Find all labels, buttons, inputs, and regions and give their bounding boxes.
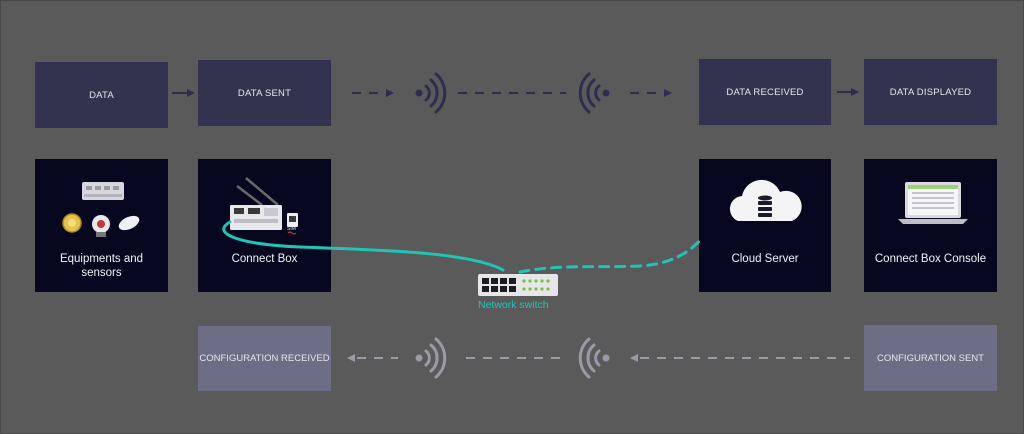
temperature-sensor-icon [118,215,140,231]
wifi-signal-icon [578,72,610,114]
wifi-signal-icon [415,72,447,114]
console-label: Connect Box Console [874,253,987,265]
data-displayed-label: DATA DISPLAYED [889,86,972,98]
equipments-label: Equipments and sensors [59,253,144,279]
top-solid-arrows [172,88,859,97]
cloud-icon [729,179,802,221]
data-label: DATA [89,89,114,101]
console-card: Connect Box Console [864,159,997,292]
gauge-sensor-icon [62,213,82,233]
ethernet-cable [222,220,505,272]
data-box: DATA [35,62,168,128]
cloud-server-label: Cloud Server [731,253,799,265]
data-sent-label: DATA SENT [237,87,292,99]
config-received-label: CONFIGURATION RECEIVED [199,353,330,364]
data-received-box: DATA RECEIVED [699,59,831,125]
network-switch-label: Network switch [478,299,549,311]
data-displayed-box: DATA DISPLAYED [864,59,997,125]
laptop-icon [898,182,968,224]
wifi-signal-icon [578,337,610,379]
top-arrowheads [386,89,672,97]
config-sent-box: CONFIGURATION SENT [864,325,997,391]
controller-device-icon [82,182,124,200]
connect-box-device-icon [230,177,282,230]
network-switch-icon [478,274,558,296]
bottom-arrowheads [347,354,638,362]
connect-box-label: Connect Box [231,253,298,265]
data-sent-box: DATA SENT [198,60,331,126]
meter-sensor-icon [92,215,110,237]
sim-label: SIM [287,226,296,232]
wifi-signal-icon [415,337,447,379]
cloud-dashed-link [518,236,704,274]
config-received-box: CONFIGURATION RECEIVED [198,326,331,391]
config-sent-label: CONFIGURATION SENT [877,352,984,364]
data-received-label: DATA RECEIVED [726,86,804,98]
sim-card-icon [287,213,298,235]
